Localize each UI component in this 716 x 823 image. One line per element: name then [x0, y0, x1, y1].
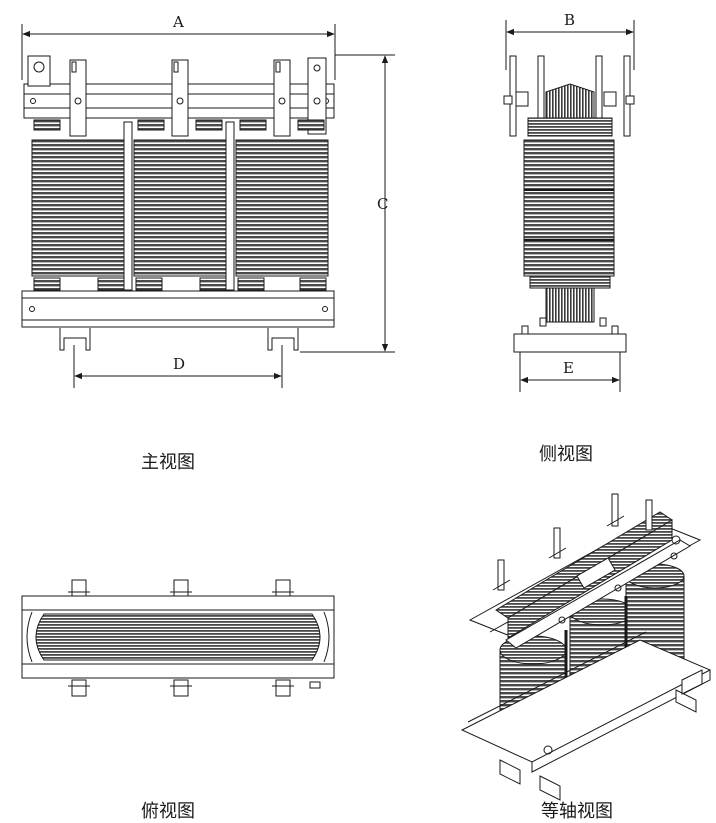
- caption-front-view: 主视图: [141, 452, 195, 473]
- side-winding: [523, 139, 615, 277]
- front-winding-right: [235, 139, 329, 277]
- bottom-bolt-2: [170, 679, 192, 697]
- side-view: [503, 20, 635, 392]
- dim-e-label: E: [563, 359, 574, 377]
- terminal-1: [69, 59, 87, 137]
- front-winding-center: [133, 139, 227, 277]
- dim-c-label: C: [377, 195, 388, 213]
- iso-view: [460, 493, 712, 801]
- top-bolt-2: [170, 579, 192, 597]
- dim-b-label: B: [564, 11, 575, 29]
- top-bolt-1: [68, 579, 90, 597]
- top-bolt-3: [272, 579, 294, 597]
- bottom-bolt-1: [68, 679, 90, 697]
- iso-terminal-2: [548, 527, 567, 559]
- top-view: [21, 579, 335, 697]
- terminal-4: [307, 57, 327, 135]
- caption-top-view: 俯视图: [141, 801, 195, 822]
- caption-iso-view: 等轴视图: [541, 801, 613, 822]
- iso-terminal-4: [645, 499, 653, 531]
- caption-side-view: 侧视图: [539, 444, 593, 465]
- iso-terminal-3: [606, 493, 625, 527]
- iso-terminal-1: [492, 559, 511, 591]
- terminal-3: [273, 59, 291, 137]
- dim-d-label: D: [173, 355, 185, 373]
- bottom-bolt-3: [272, 679, 294, 697]
- front-view: [21, 24, 395, 388]
- terminal-2: [171, 59, 189, 137]
- front-winding-left: [31, 139, 125, 277]
- dim-a-label: A: [172, 13, 184, 31]
